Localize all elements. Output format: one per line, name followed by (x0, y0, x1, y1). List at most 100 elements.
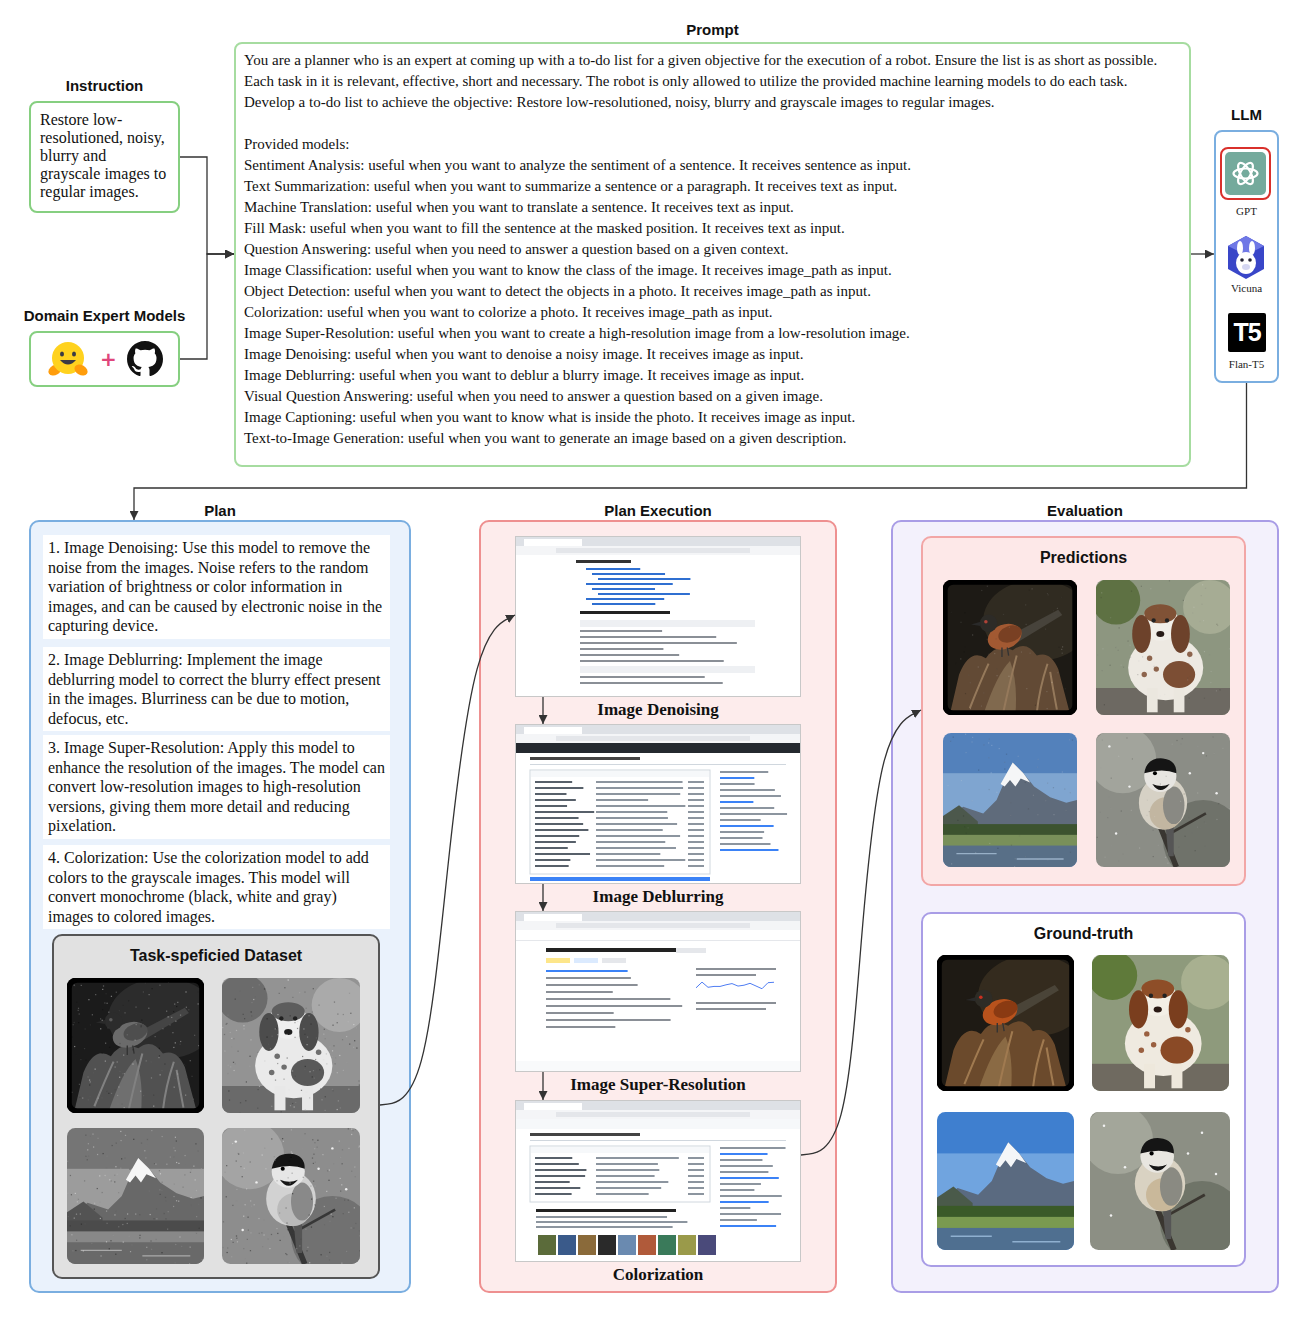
illustration-part (356, 1128, 357, 1129)
illustration-part (327, 1051, 328, 1052)
illustration-part (586, 598, 664, 600)
illustration-part (955, 663, 956, 664)
illustration-part (269, 990, 270, 991)
prompt-subheading: Provided models: (244, 134, 1181, 155)
plan-step-text: 2. Image Deblurring: Implement the image… (43, 647, 390, 731)
illustration-part (175, 1244, 176, 1245)
illustration-part (229, 1019, 230, 1020)
illustration-part (1171, 1064, 1182, 1088)
illustration-part (230, 1032, 231, 1033)
illustration-part (963, 815, 964, 816)
illustration-part (288, 979, 289, 980)
illustration-part (301, 1148, 302, 1149)
illustration-part (1064, 788, 1065, 789)
illustration-part (596, 823, 677, 825)
illustration-part (530, 1140, 786, 1141)
illustration-part (305, 1066, 306, 1067)
illustration-part (1144, 758, 1176, 773)
illustration-part (316, 1037, 317, 1038)
illustration-part (991, 745, 992, 746)
illustration-part (185, 991, 186, 992)
illustration-part (1187, 1152, 1190, 1154)
illustration-part (185, 1065, 186, 1066)
illustration-part (245, 1100, 246, 1101)
illustration-part (556, 736, 750, 741)
illustration-part (291, 1182, 313, 1220)
plan-step: 2. Image Deblurring: Implement the image… (43, 647, 390, 731)
illustration-part (975, 852, 976, 853)
illustration-part (535, 1193, 572, 1195)
illustration-part (1103, 1125, 1106, 1127)
illustration-part (1166, 776, 1167, 777)
illustration-part (153, 1095, 154, 1096)
illustration-part (74, 1044, 197, 1113)
illustration-part (141, 1142, 142, 1143)
illustration-part (312, 1011, 313, 1012)
illustration-part (149, 1190, 150, 1191)
illustration-part (1162, 994, 1166, 998)
illustration-part (676, 948, 706, 953)
illustration-part (124, 1157, 125, 1158)
illustration-part (1138, 660, 1139, 661)
illustration-part (70, 1225, 71, 1226)
illustration-part (110, 1240, 111, 1241)
illustration-part (1240, 258, 1244, 262)
illustration-part (966, 997, 976, 1001)
illustration-part (279, 1212, 280, 1213)
illustration-part (288, 1177, 289, 1178)
illustration-part (1062, 653, 1063, 654)
illustration-part (576, 560, 631, 563)
illustration-part (535, 823, 583, 825)
illustration-part (1184, 600, 1185, 601)
illustration-part (326, 1053, 327, 1054)
illustration-part (236, 1160, 237, 1161)
illustration-part (67, 1242, 204, 1264)
illustration-part (1229, 808, 1230, 809)
illustration-part (166, 1011, 167, 1012)
illustration-part (108, 1012, 109, 1013)
illustration-part (945, 582, 1075, 713)
illustration-part (177, 1002, 178, 1003)
illustration-part (1033, 1039, 1044, 1088)
illustration-part (937, 1228, 1074, 1250)
illustration-part (530, 770, 710, 874)
instruction-box: InstructionRestore low-resolutioned, noi… (29, 101, 180, 213)
illustration-part (313, 1070, 314, 1071)
illustration-part (264, 988, 265, 989)
illustration-part (1123, 667, 1124, 668)
illustration-part (596, 1181, 668, 1183)
illustration-part (688, 811, 704, 813)
illustration-part (119, 1071, 120, 1072)
illustration-part (1154, 666, 1159, 671)
illustration-part (1069, 739, 1070, 740)
illustration-part (115, 1211, 116, 1212)
tit-photo (1083, 1105, 1244, 1264)
illustration-part (1204, 698, 1205, 699)
illustration-part (984, 620, 987, 624)
illustration-part (1092, 955, 1229, 1091)
illustration-part (226, 1165, 227, 1166)
illustration-part (222, 978, 268, 1023)
illustration-part (1160, 783, 1161, 784)
illustration-part (111, 1180, 112, 1181)
illustration-part (720, 837, 763, 839)
illustration-part (356, 1047, 357, 1048)
illustration-part (250, 1232, 251, 1233)
illustration-part (107, 1027, 108, 1028)
illustration-part (107, 1003, 108, 1004)
illustration-part (275, 1160, 276, 1161)
illustration-part (1047, 859, 1048, 860)
illustration-part (1183, 600, 1184, 601)
illustration-part (1037, 766, 1038, 767)
illustration-part (346, 1062, 347, 1063)
illustration-part (198, 1150, 199, 1151)
illustration-part (175, 1150, 176, 1151)
illustration-part (72, 351, 76, 356)
illustration-part (1216, 819, 1217, 820)
illustration-part (113, 1235, 114, 1236)
illustration-part (968, 674, 969, 675)
illustration-part (1107, 817, 1108, 818)
illustration-part (937, 1112, 1074, 1250)
illustration-part (720, 813, 787, 815)
illustration-part (720, 789, 775, 791)
